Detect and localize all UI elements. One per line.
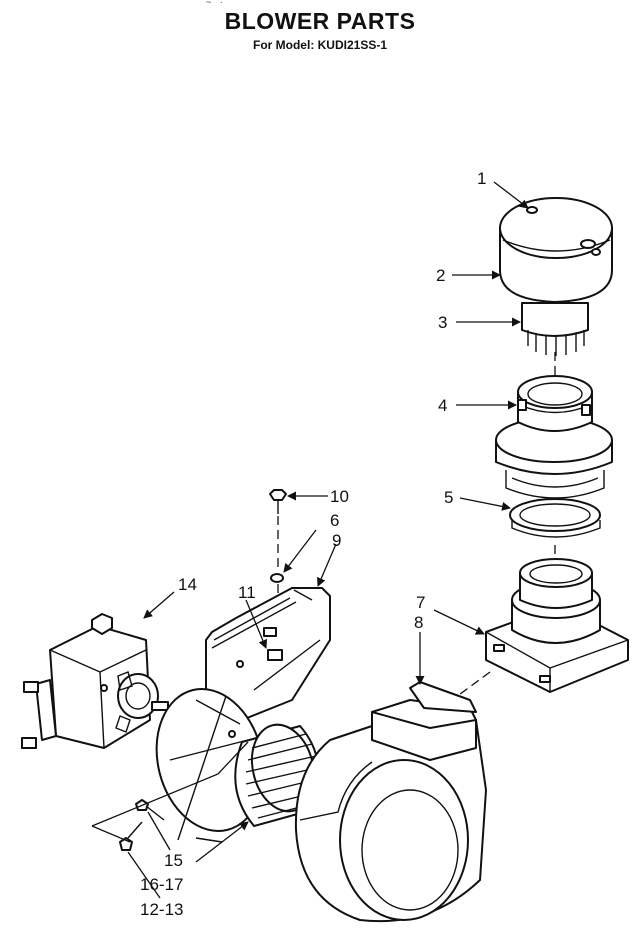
callout-10: 10 [330,487,349,506]
dash-link-bracket [451,671,491,701]
leader-12-13 [127,851,161,899]
callout-14: 14 [178,575,197,594]
page-title: BLOWER PARTS [224,8,416,34]
leader-14 [143,591,175,619]
blower-wheel-backplate [155,688,265,843]
bracket-with-collar [485,558,629,693]
blower-motor [21,613,169,749]
callout-6: 6 [330,511,339,530]
top-edge-mark: ~ · [206,0,226,7]
leader-11 [245,599,268,649]
blower-housing [294,681,487,923]
model-subtitle: For Model: KUDI21SS-1 [252,38,387,52]
callout-7: 7 [416,593,425,612]
callout-1: 1 [477,169,486,188]
cap-assembly [499,197,613,303]
leader-15 [147,811,171,851]
callout-3: 3 [438,313,447,332]
fastener-group-line [91,741,249,827]
callout-11: 11 [238,583,256,602]
callout-9: 9 [332,531,341,550]
connector-part [521,302,589,356]
motor-housing [495,375,613,499]
leader-6 [283,529,317,573]
callout-15: 15 [164,851,183,870]
callout-16-17: 16-17 [140,875,183,894]
callout-5: 5 [444,488,453,507]
leader-5 [459,497,511,511]
leader-16-17 [195,821,249,863]
fastener-group-line-lower [91,825,131,843]
leader-9 [317,543,337,587]
leader-7 [433,609,485,635]
callout-8: 8 [414,613,423,632]
mounting-plate [205,587,331,725]
gasket-ring [509,498,601,538]
screw-12-13 [119,821,143,851]
leader-1 [493,181,529,209]
screw-15 [135,799,165,821]
callout-2: 2 [436,266,445,285]
callout-12-13: 12-13 [140,900,183,919]
callout-4: 4 [438,396,447,415]
